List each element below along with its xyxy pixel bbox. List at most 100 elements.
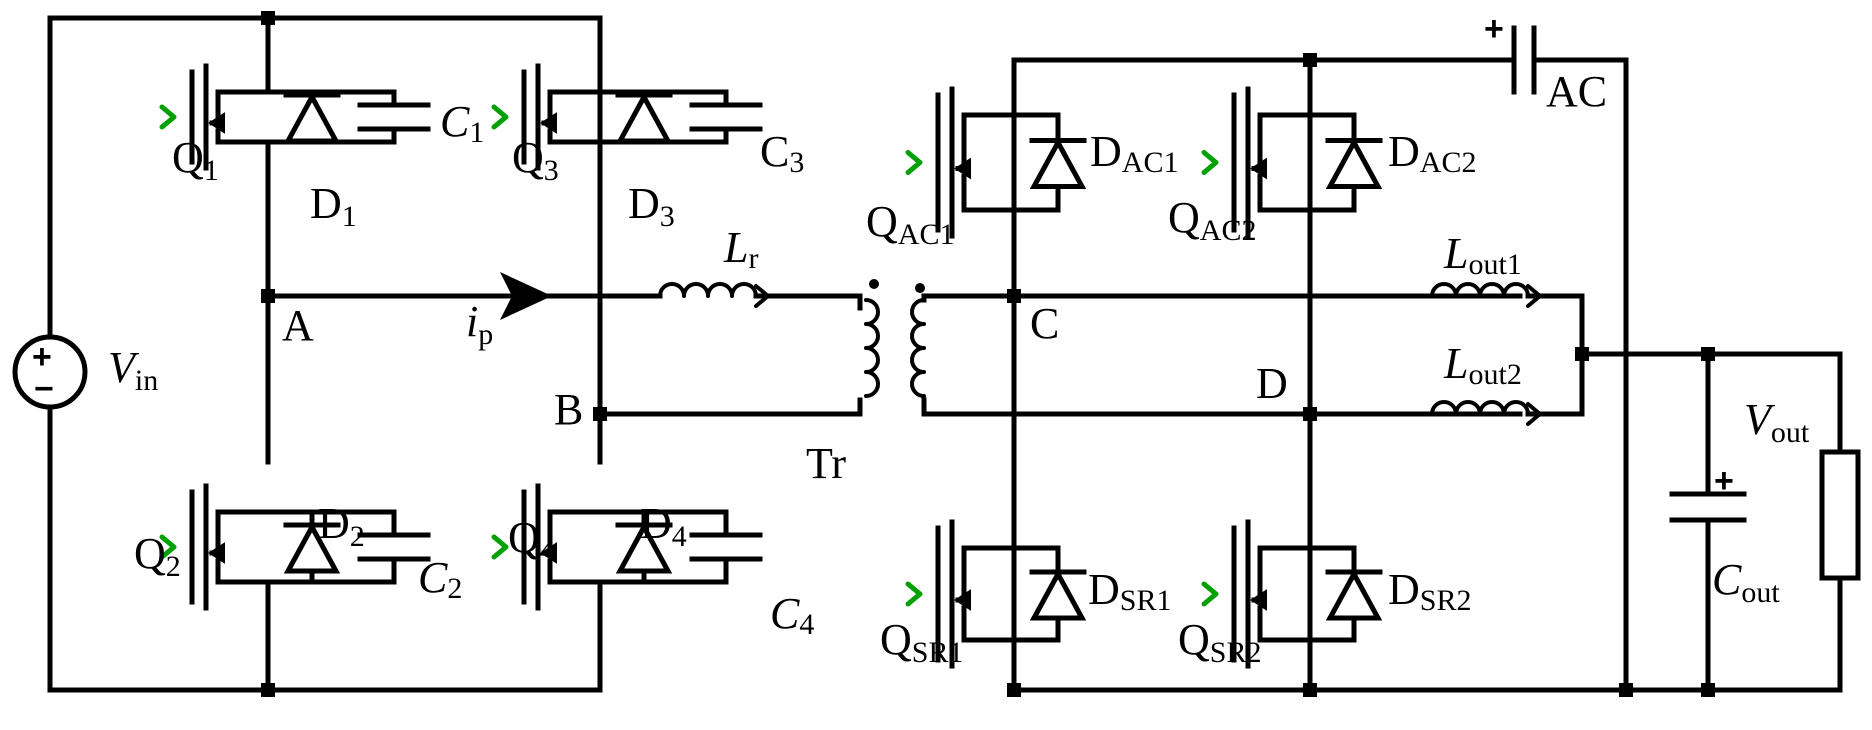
- qsr2-switch-diode: [1325, 568, 1383, 621]
- label-ip: ip: [466, 297, 493, 351]
- label-cac: AC: [1546, 67, 1607, 116]
- q3-switch-capacitor: [689, 102, 763, 132]
- circuit-components: [12, 11, 1861, 697]
- label-qac2: QAC2: [1168, 193, 1256, 247]
- junction-dot-7: [1303, 683, 1317, 697]
- lr-arrow: [754, 284, 770, 308]
- cac-plus-sign: +: [1484, 10, 1504, 48]
- junction-dot-5: [1303, 53, 1317, 67]
- label-q2: Q2: [134, 529, 181, 583]
- label-node-b: B: [554, 385, 583, 434]
- label-cout: Cout: [1712, 555, 1780, 609]
- label-lr: Lr: [723, 223, 758, 275]
- junction-dot-2: [261, 683, 275, 697]
- secondary-left-loop: [1011, 57, 1843, 693]
- label-dac1: DAC1: [1090, 127, 1178, 179]
- label-vin: Vin: [108, 343, 158, 397]
- junction-dot-8: [1619, 683, 1633, 697]
- q4-switch-diode: [615, 521, 673, 574]
- q2-switch-capacitor: [357, 532, 431, 562]
- label-lout2: Lout2: [1443, 339, 1522, 391]
- cout-plus-sign: +: [1714, 462, 1734, 500]
- q3-switch: [491, 63, 763, 171]
- label-qsr1: QSR1: [880, 615, 963, 669]
- q4-switch-capacitor: [689, 532, 763, 562]
- lout1-inductor: [1430, 282, 1530, 298]
- q4-switch-gate-marker: [491, 534, 509, 560]
- label-d2: D2: [318, 499, 365, 553]
- transformer-primary-winding: [864, 298, 880, 398]
- junction-dot-6: [1303, 407, 1317, 421]
- qsr1-switch-gate-marker: [905, 581, 923, 607]
- q2-switch-gate-marker: [159, 534, 177, 560]
- label-qac1: QAC1: [866, 197, 954, 251]
- label-node-c: C: [1030, 299, 1059, 348]
- label-d1: D1: [310, 179, 357, 233]
- cac-branch-wire: [1563, 57, 1629, 693]
- lr-to-transformer-wire: [753, 293, 863, 311]
- junction-dot-4: [1007, 289, 1021, 303]
- lout1-arrow: [1526, 284, 1542, 308]
- circuit-wires: [47, 15, 1843, 693]
- qac1-switch-gate-marker: [905, 150, 923, 175]
- q1-switch-diode: [283, 91, 341, 144]
- label-d4: D4: [640, 499, 687, 553]
- load-resistor: [1819, 449, 1861, 581]
- qac2-switch-gate-marker: [1201, 150, 1219, 175]
- output-inductor-merge-wire: [1525, 293, 1585, 417]
- qac1-switch-diode: [1029, 137, 1087, 189]
- qsr1-switch-diode: [1029, 568, 1087, 621]
- label-node-a: A: [282, 301, 314, 350]
- label-q3: Q3: [512, 133, 559, 187]
- qac1-switch: [905, 86, 1087, 239]
- transformer-secondary-winding: [910, 298, 926, 398]
- label-q4: Q4: [508, 513, 555, 567]
- output-positive-wire: [1579, 351, 1843, 455]
- junction-dot-0: [261, 11, 275, 25]
- label-c3: C3: [760, 127, 804, 179]
- lr-inductor: [658, 282, 758, 298]
- q2-switch: [159, 483, 431, 611]
- junction-dot-12: [1007, 683, 1021, 697]
- lout2-inductor: [1430, 400, 1530, 416]
- transformer-dot-secondary: [915, 283, 925, 293]
- cout-capacitor: [1669, 491, 1747, 523]
- vin-minus-sign: −: [34, 370, 54, 408]
- label-transformer: Tr: [806, 439, 846, 488]
- q3-switch-gate-marker: [491, 104, 509, 130]
- label-c2: C2: [418, 553, 462, 605]
- vin-source-symbol: [12, 334, 88, 410]
- transformer-dot-primary: [869, 279, 879, 289]
- q2-switch-diode: [283, 521, 341, 574]
- node-b-wire: [597, 397, 863, 417]
- qac2-switch: [1201, 86, 1383, 239]
- node-d-wire: [921, 397, 1523, 417]
- label-d3: D3: [628, 179, 675, 233]
- ip-current-arrow: [500, 272, 552, 320]
- qsr2-switch: [1201, 519, 1383, 669]
- label-lout1: Lout1: [1443, 229, 1522, 281]
- qsr1-switch: [905, 519, 1087, 669]
- lout2-arrow: [1526, 402, 1542, 426]
- label-q1: Q1: [172, 133, 219, 187]
- qsr2-switch-gate-marker: [1201, 581, 1219, 607]
- label-vout: Vout: [1744, 395, 1810, 449]
- junction-dot-9: [1701, 347, 1715, 361]
- label-c1: C1: [440, 97, 484, 149]
- vin-plus-sign: +: [32, 338, 52, 376]
- q3-switch-diode: [615, 91, 673, 144]
- q1-switch-capacitor: [357, 102, 431, 132]
- junction-dot-3: [593, 407, 607, 421]
- label-dsr2: DSR2: [1388, 565, 1471, 617]
- label-node-d: D: [1256, 359, 1288, 408]
- q1-switch: [159, 63, 431, 171]
- cac-capacitor: [1511, 25, 1537, 95]
- q1-switch-gate-marker: [159, 104, 177, 130]
- junction-dot-11: [1575, 347, 1589, 361]
- label-dsr1: DSR1: [1088, 565, 1171, 617]
- label-c4: C4: [770, 589, 814, 641]
- label-dac2: DAC2: [1388, 127, 1476, 179]
- junction-dot-1: [261, 289, 275, 303]
- q4-switch: [491, 483, 763, 611]
